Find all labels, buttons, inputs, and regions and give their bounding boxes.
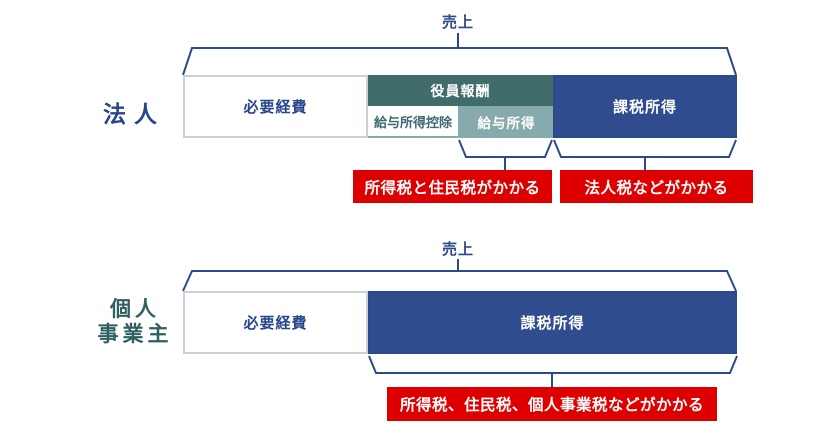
sole-revenue-label: 売上 bbox=[441, 241, 474, 258]
sole-expenses-label: 必要経費 bbox=[243, 315, 308, 332]
sole-row-label-line2: 事業主 bbox=[97, 323, 173, 346]
corporate-expenses-label: 必要経費 bbox=[243, 99, 308, 116]
corporate-revenue-label: 売上 bbox=[441, 14, 474, 31]
corporate-tax-callout: 法人税などがかかる bbox=[560, 170, 753, 203]
sole-bar: 必要経費 課税所得 bbox=[183, 291, 737, 354]
corporate-taxable-bracket bbox=[553, 139, 737, 158]
corporate-taxable-income-segment: 課税所得 bbox=[553, 75, 737, 138]
corporate-bar: 必要経費 役員報酬 給与所得控除 給与所得 課税所得 bbox=[183, 75, 737, 138]
sole-expenses-segment: 必要経費 bbox=[183, 291, 368, 354]
salary-income-label: 給与所得 bbox=[477, 116, 536, 131]
sole-taxable-bracket bbox=[368, 355, 738, 374]
sole-taxable-income-segment: 課税所得 bbox=[368, 291, 737, 354]
sole-revenue-bracket bbox=[182, 270, 737, 292]
sole-row-label-line1: 個人 bbox=[110, 298, 160, 321]
sole-taxable-income-label: 課税所得 bbox=[520, 315, 585, 332]
salary-tax-callout: 所得税と住民税がかかる bbox=[353, 170, 552, 203]
corporate-taxable-income-label: 課税所得 bbox=[612, 99, 677, 116]
corporate-tax-callout-label: 法人税などがかかる bbox=[584, 179, 729, 197]
corporate-row-label: 法人 bbox=[103, 101, 165, 127]
executive-compensation-split: 給与所得控除 給与所得 bbox=[368, 106, 553, 138]
executive-compensation-block: 役員報酬 給与所得控除 給与所得 bbox=[368, 75, 553, 138]
sole-row-label: 個人 事業主 bbox=[87, 297, 183, 347]
corporate-revenue-bracket bbox=[182, 47, 737, 76]
salary-income-segment: 給与所得 bbox=[460, 106, 553, 138]
executive-compensation-label: 役員報酬 bbox=[430, 82, 491, 99]
corporate-expenses-segment: 必要経費 bbox=[183, 75, 368, 138]
executive-compensation-segment: 役員報酬 bbox=[368, 75, 553, 106]
salary-deduction-segment: 給与所得控除 bbox=[368, 106, 460, 138]
sole-tax-callout: 所得税、住民税、個人事業税などがかかる bbox=[387, 387, 717, 421]
salary-income-bracket bbox=[458, 139, 553, 158]
salary-tax-callout-label: 所得税と住民税がかかる bbox=[364, 179, 541, 197]
sole-tax-callout-label: 所得税、住民税、個人事業税などがかかる bbox=[399, 397, 704, 414]
salary-deduction-label: 給与所得控除 bbox=[373, 114, 452, 130]
